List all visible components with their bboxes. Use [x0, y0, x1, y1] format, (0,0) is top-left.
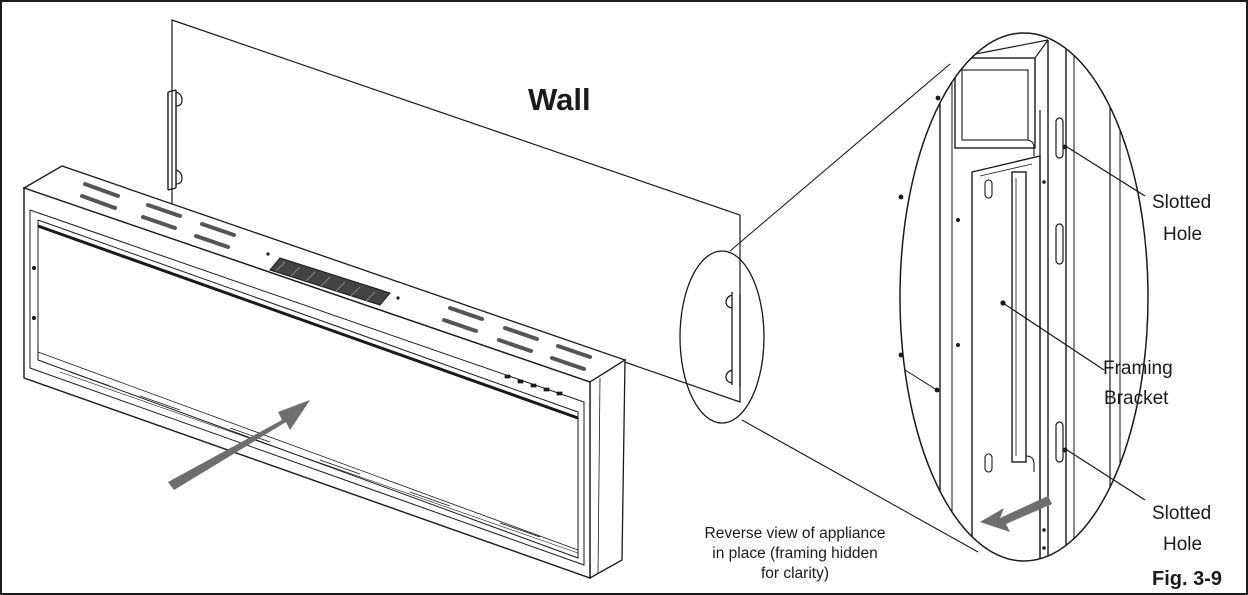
- slotted-hole-bottom-label: Slotted Hole: [1152, 503, 1211, 555]
- svg-text:Slotted: Slotted: [1152, 503, 1211, 524]
- wall-panel: [171, 19, 741, 403]
- svg-text:Hole: Hole: [1163, 534, 1202, 555]
- svg-text:Framing: Framing: [1103, 358, 1173, 379]
- svg-text:Reverse view of appliance: Reverse view of appliance: [705, 525, 886, 542]
- reverse-view-caption: Reverse view of appliance in place (fram…: [705, 525, 886, 582]
- wall-bracket-right: [725, 292, 741, 387]
- slotted-hole-top-label: Slotted Hole: [1152, 192, 1211, 245]
- wall-bracket-left: [167, 89, 183, 191]
- wall-label: Wall: [528, 82, 591, 117]
- top-vents: [80, 182, 592, 371]
- magnifier-connector-lines: [729, 63, 979, 553]
- arrow-down-left-icon: [980, 496, 1052, 532]
- svg-text:Bracket: Bracket: [1104, 388, 1169, 409]
- leader-lines: [1002, 146, 1146, 501]
- svg-text:for clarity): for clarity): [761, 565, 829, 582]
- arrow-up-right-icon: [168, 400, 310, 490]
- figure-number: Fig. 3-9: [1152, 568, 1222, 590]
- framing-bracket-label: Framing Bracket: [1103, 358, 1173, 409]
- zoom-detail: [898, 32, 1149, 562]
- top-grille: [266, 252, 400, 306]
- magnifier-small-circle: [679, 250, 765, 424]
- svg-text:Slotted: Slotted: [1152, 192, 1211, 213]
- svg-text:Hole: Hole: [1163, 224, 1202, 245]
- svg-text:in place (framing hidden: in place (framing hidden: [712, 545, 877, 562]
